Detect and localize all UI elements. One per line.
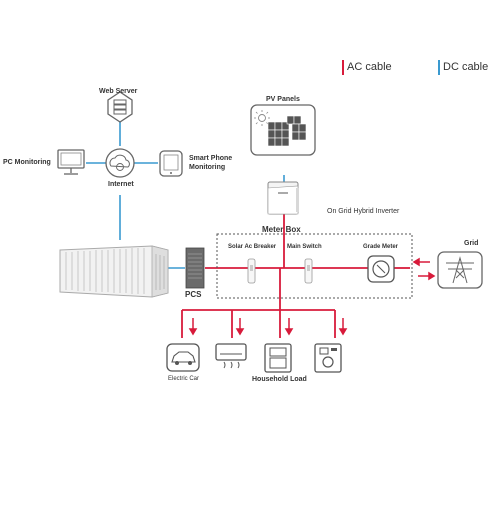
battery-container-icon [59, 245, 169, 298]
household-load-label: Household Load [252, 376, 307, 383]
breaker-icon [247, 258, 256, 284]
smartphone-icon [159, 150, 183, 177]
washing-machine-icon [314, 343, 342, 373]
air-conditioner-icon [215, 343, 247, 369]
ac-cables [181, 212, 410, 338]
load-arrows [188, 318, 348, 336]
pc-monitoring-label: PC Monitoring [3, 159, 51, 166]
legend-dc-label: DC cable [443, 61, 489, 73]
internet-label: Internet [108, 181, 134, 188]
transmission-tower-frame [437, 251, 483, 289]
smart-phone-label-line1: Smart Phone [189, 155, 233, 162]
switch-icon [304, 258, 313, 284]
meter-box-frame [216, 233, 413, 299]
inverter-label: On Grid Hybrid Inverter [327, 208, 400, 215]
pcs-cabinet-icon [185, 247, 205, 289]
grade-meter-label: Grade Meter [363, 244, 399, 250]
solar-panel-icon [254, 110, 307, 147]
monitor-icon [57, 149, 85, 175]
solar-breaker-label: Solar Ac Breaker [228, 244, 277, 250]
refrigerator-icon [264, 343, 292, 373]
grid-label: Grid [464, 240, 479, 247]
web-server-label: Web Server [99, 88, 138, 95]
main-switch-label: Main Switch [287, 244, 322, 250]
smart-phone-label-line2: Monitoring [189, 164, 226, 171]
inverter-icon [267, 181, 299, 215]
electric-car-label: Electric Car [168, 376, 200, 382]
pv-panels-label: PV Panels [266, 96, 300, 103]
pcs-label: PCS [185, 290, 202, 299]
car-icon [166, 343, 200, 372]
cloud-globe-icon [105, 148, 135, 178]
server-icon [107, 91, 133, 123]
grid-arrows [412, 257, 436, 281]
transmission-tower-icon [446, 256, 474, 284]
meter-box-label: Meter Box [262, 225, 301, 234]
meter-icon [367, 255, 395, 283]
legend-ac-label: AC cable [347, 61, 392, 73]
